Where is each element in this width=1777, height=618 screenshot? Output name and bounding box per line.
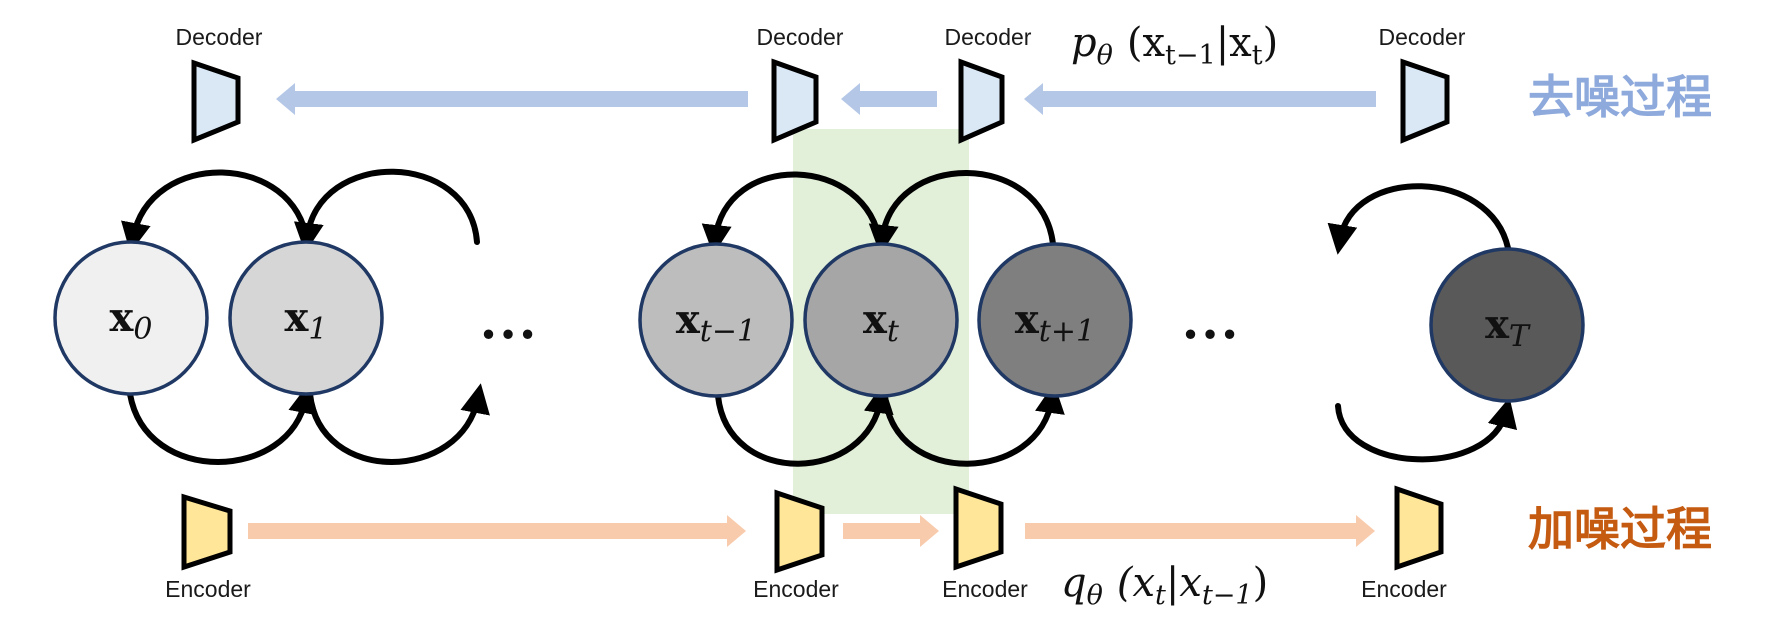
state-node-circle	[1429, 247, 1585, 403]
forward-formula-close: )	[1253, 560, 1269, 606]
decoder-shape	[771, 58, 819, 144]
state-node-label: xt−1	[676, 296, 756, 349]
state-node-var: x	[285, 294, 310, 341]
state-node-subscript: t	[887, 314, 900, 349]
decoder-label: Decoder	[757, 24, 844, 50]
state-node-label: x1	[285, 294, 328, 347]
state-node: xt+1	[977, 242, 1133, 398]
reverse-arrow-next-x1	[293, 168, 480, 253]
denoise-process-label: 去噪过程	[1528, 70, 1712, 124]
state-node-var: x	[110, 294, 135, 341]
reverse-arrow-xt-xt-1	[701, 171, 883, 255]
state-node-label: xt	[863, 296, 900, 349]
reverse-formula-sub-b: t	[1252, 40, 1263, 71]
transition-arrows	[121, 168, 1518, 467]
forward-arrow-x0-x1	[127, 383, 318, 465]
state-node-circle	[638, 242, 794, 398]
state-node: x0	[53, 240, 209, 396]
encoder-shape	[1394, 485, 1444, 571]
decoder-shape	[958, 58, 1005, 144]
encoder-label: Encoder	[165, 576, 251, 602]
forward-formula-sub-a: t	[1155, 580, 1166, 611]
reverse-formula-close: )	[1263, 20, 1279, 66]
encoders	[181, 485, 1444, 574]
forward-formula-q: q	[1061, 560, 1087, 606]
state-node-var: x	[1015, 296, 1040, 343]
denoise-arrow-1	[1024, 83, 1376, 115]
ellipsis-right: …	[1181, 286, 1239, 351]
forward-arrow-x1-next	[307, 383, 490, 465]
denoise-arrows	[276, 83, 1376, 115]
encoder-shape	[181, 493, 233, 571]
noise-arrow-2	[843, 515, 939, 547]
noise-arrow-1	[248, 515, 746, 547]
state-node-label: xt+1	[1015, 296, 1095, 349]
state-node-subscript: t−1	[700, 314, 756, 349]
state-node: xt−1	[638, 242, 794, 398]
encoder-label: Encoder	[1361, 576, 1447, 602]
state-node-subscript: 0	[133, 312, 152, 347]
encoder-shape	[953, 485, 1004, 571]
decoder-label: Decoder	[945, 24, 1032, 50]
state-node-circle	[53, 240, 209, 396]
encoder-label: Encoder	[753, 576, 839, 602]
encoder-label: Encoder	[942, 576, 1028, 602]
encoder-shape	[774, 489, 825, 574]
noise-arrows	[248, 515, 1375, 547]
reverse-arrow-xT-prev	[1327, 183, 1511, 255]
state-node: xt	[803, 242, 959, 398]
reverse-formula-sub-a: t−1	[1165, 40, 1216, 71]
forward-formula-open: (x	[1117, 560, 1155, 606]
decoder-label: Decoder	[176, 24, 263, 50]
forward-formula-sub-b: t−1	[1202, 580, 1253, 611]
forward-formula-bar: |x	[1166, 560, 1202, 606]
state-node-circle	[977, 242, 1133, 398]
state-node-circle	[228, 240, 384, 396]
noise-arrow-3	[1025, 515, 1375, 547]
forward-arrow-xt-xt+1	[882, 383, 1065, 467]
reverse-arrow-x1-x0	[121, 169, 310, 253]
ellipsis-left: …	[479, 286, 537, 351]
state-node-var: x	[863, 296, 888, 343]
reverse-arrow-xt+1-xt	[868, 170, 1056, 255]
state-node: x1	[228, 240, 384, 396]
state-node-subscript: T	[1509, 319, 1531, 354]
state-node-var: x	[676, 296, 701, 343]
state-node-label: xT	[1485, 301, 1531, 354]
decoder-shape	[1400, 58, 1450, 144]
forward-arrow-xt-1-xt	[715, 383, 894, 467]
reverse-formula-bar: |x	[1216, 20, 1252, 66]
state-node-var: x	[1485, 301, 1510, 348]
decoders	[191, 58, 1450, 144]
forward-formula-theta: θ	[1087, 580, 1103, 611]
state-node-label: x0	[110, 294, 153, 347]
noise-process-label: 加噪过程	[1528, 502, 1712, 556]
denoise-arrow-2	[841, 83, 937, 115]
decoder-label: Decoder	[1379, 24, 1466, 50]
forward-formula: qθ (xt|xt−1)	[1061, 560, 1268, 611]
reverse-formula-open: (x	[1127, 20, 1166, 66]
state-node-subscript: t+1	[1039, 314, 1095, 349]
denoise-arrow-3	[276, 83, 748, 115]
state-node: xT	[1429, 247, 1585, 403]
state-node-circle	[803, 242, 959, 398]
reverse-formula-theta: θ	[1097, 40, 1113, 71]
state-node-subscript: 1	[308, 312, 327, 347]
decoder-shape	[191, 59, 241, 144]
forward-arrow-prev-xT	[1335, 397, 1518, 463]
reverse-formula-p: p	[1071, 20, 1097, 66]
reverse-formula: pθ (xt−1|xt)	[1071, 20, 1278, 71]
